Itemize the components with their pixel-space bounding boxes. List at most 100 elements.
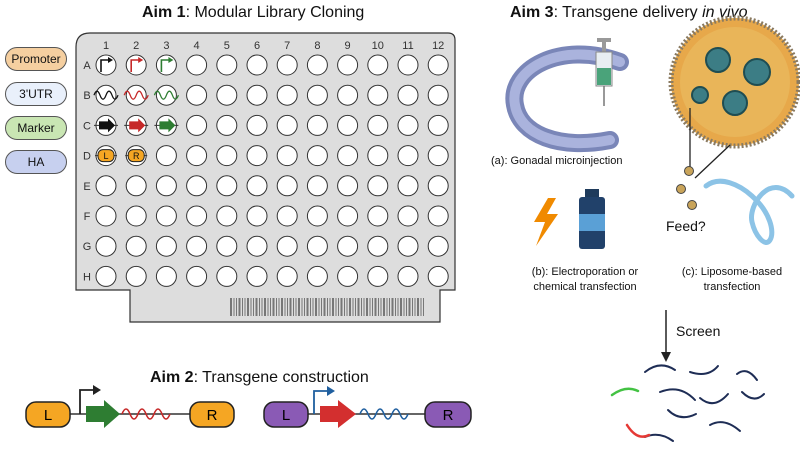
plate-well <box>306 235 328 257</box>
plate-well <box>276 205 298 227</box>
aim2-title: Aim 2: Transgene construction <box>150 369 369 387</box>
screened-worms-icon <box>610 364 765 442</box>
plate-well <box>216 175 238 197</box>
plate-column-label: 10 <box>372 40 384 52</box>
plate-well <box>306 145 328 167</box>
liposome-small-icon <box>684 166 694 176</box>
well-homology-arm-label: R <box>133 151 140 161</box>
well-homology-arm <box>97 149 115 163</box>
construct-1-right-label: R <box>207 407 218 424</box>
plate-row-label: G <box>83 241 92 253</box>
plate-well <box>276 265 298 287</box>
well-promoter-arrow-icon <box>130 59 141 72</box>
plate-well <box>427 265 449 287</box>
plate-well <box>397 114 419 136</box>
plate-well <box>186 205 208 227</box>
construct-1-utr-wave <box>121 408 171 420</box>
caption-liposome: (c): Liposome-based transfection <box>672 265 792 295</box>
liposome-icon <box>668 15 800 149</box>
legend-3utr: 3'UTR <box>5 82 67 106</box>
plate-well <box>95 265 117 287</box>
well-promoter-arrow-icon <box>100 59 110 72</box>
plate-well <box>246 175 268 197</box>
plate-well <box>276 235 298 257</box>
plate-well <box>95 235 117 257</box>
caption-electroporation-line2: chemical transfection <box>533 281 637 293</box>
reagent-bottle-icon <box>579 189 605 249</box>
plate-well <box>276 84 298 106</box>
caption-microinjection-text: (a): Gonadal microinjection <box>491 155 623 167</box>
feed-label-text: Feed? <box>666 218 706 234</box>
plate-well <box>337 114 359 136</box>
plate-well <box>186 265 208 287</box>
aim3-title: Aim 3: Transgene delivery in vivo <box>510 4 747 22</box>
plate-well <box>367 235 389 257</box>
aim2-text: : Transgene construction <box>193 369 369 386</box>
plate-well <box>276 175 298 197</box>
legend-promoter: Promoter <box>5 47 67 71</box>
plate-well <box>186 175 208 197</box>
aim2-label: Aim 2 <box>150 369 194 386</box>
barcode <box>230 298 424 316</box>
construct-1-left-box <box>25 401 71 428</box>
plate-well <box>367 84 389 106</box>
feed-label: Feed? <box>666 218 706 234</box>
plate-well <box>367 205 389 227</box>
plate-well <box>427 175 449 197</box>
syringe-icon <box>595 38 613 106</box>
caption-electroporation-line1: (b): Electroporation or <box>531 266 639 278</box>
construct-2-left-label: L <box>282 407 290 424</box>
plate-well <box>427 145 449 167</box>
plate-well <box>125 175 147 197</box>
plate-well <box>246 205 268 227</box>
legend-ha: HA <box>5 150 67 174</box>
well-marker-arrow-icon <box>129 118 146 133</box>
plate-well <box>367 54 389 76</box>
plate-column-label: 9 <box>345 40 351 52</box>
plate-row-label: C <box>83 120 91 132</box>
plate-well <box>186 84 208 106</box>
plate-well <box>427 114 449 136</box>
plate-well <box>186 235 208 257</box>
plate-well <box>427 54 449 76</box>
plate-row-label: D <box>83 151 91 163</box>
plate-well <box>155 265 177 287</box>
plate-well <box>306 205 328 227</box>
plate-well <box>216 114 238 136</box>
plate-well <box>427 84 449 106</box>
plate-well <box>216 265 238 287</box>
plate-well <box>246 235 268 257</box>
plate-well <box>216 205 238 227</box>
aim1-label: Aim 1 <box>142 4 186 21</box>
plate-column-label: 6 <box>254 40 260 52</box>
caption-liposome-line1: (c): Liposome-based <box>681 266 783 278</box>
well-homology-arm-label: L <box>103 151 108 161</box>
plate-column-label: 7 <box>284 40 290 52</box>
construct-1-marker-icon <box>86 400 120 428</box>
plate-well <box>95 175 117 197</box>
plate-well <box>155 145 177 167</box>
aim3-italic: in vivo <box>702 4 748 21</box>
plate-well <box>246 114 268 136</box>
caption-liposome-line2: transfection <box>703 281 761 293</box>
legend-promoter-label: Promoter <box>11 52 61 66</box>
plate-well <box>367 145 389 167</box>
construct-1-left-label: L <box>44 407 52 424</box>
well-marker-arrow-icon <box>99 118 115 133</box>
plate-column-label: 11 <box>402 40 413 52</box>
plate-row-label: F <box>84 211 91 223</box>
plate-well <box>155 205 177 227</box>
plate-row-label: B <box>83 90 90 102</box>
plate-well <box>397 235 419 257</box>
construct-1-right-box <box>189 401 235 428</box>
well-utr-wave-icon <box>123 90 149 100</box>
lightning-icon <box>534 198 558 246</box>
plate-well <box>367 175 389 197</box>
plate-well <box>367 265 389 287</box>
construct-1-promoter-arrow-icon <box>79 389 96 414</box>
construct-2-marker-icon <box>320 400 356 428</box>
aim3-text: : Transgene delivery <box>553 4 703 21</box>
